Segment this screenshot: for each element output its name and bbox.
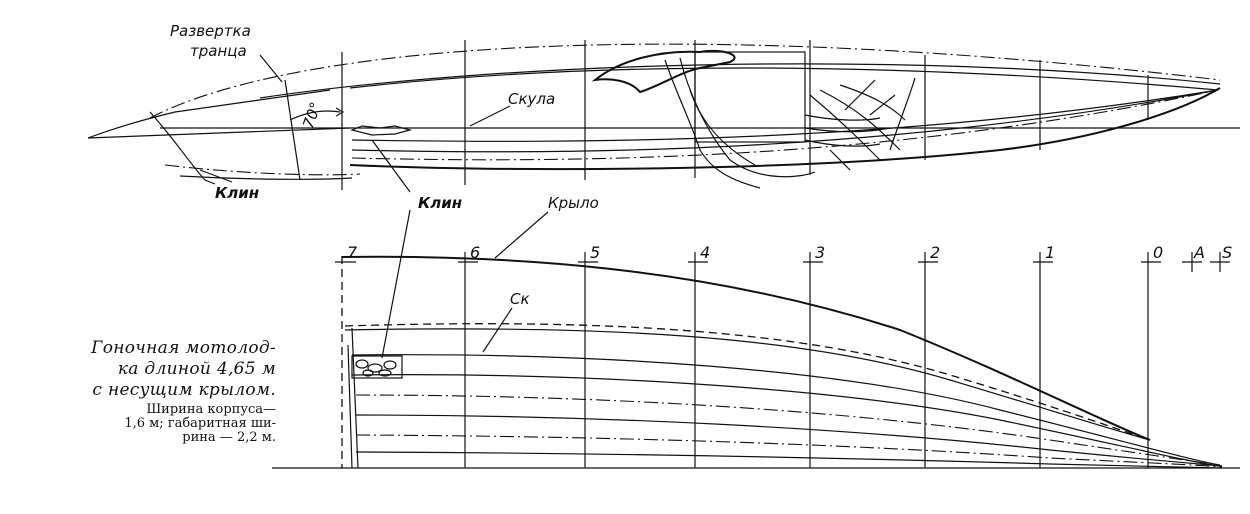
caption-body-line: рина — 2,2 м.	[182, 430, 276, 445]
stern-spike-lower	[87, 127, 351, 139]
caption-title-line: с несущим крылом.	[92, 380, 276, 400]
wedge-center-leader-2	[381, 209, 411, 359]
chine-line	[344, 328, 1151, 441]
caption-body-line: Ширина корпуса—	[146, 402, 276, 417]
profile-station-lines	[341, 40, 1149, 190]
plan-station-lines	[464, 252, 1149, 468]
label-transom-unfold-1: Развертка	[170, 22, 251, 40]
chine-short-leader	[482, 307, 513, 353]
caption-body-line: 1,6 м; габаритная ши-	[124, 416, 276, 431]
angle-arrow	[335, 107, 345, 117]
label-angle: 70°	[299, 100, 325, 131]
station-label-4: 4	[700, 243, 710, 262]
caption-title-line: ка длиной 4,65 м	[117, 359, 276, 379]
transom-line	[284, 79, 301, 181]
wedge-leader-left	[199, 169, 233, 183]
angle-arc	[289, 110, 341, 121]
waterline-1	[351, 354, 1221, 466]
station-label-5: 5	[590, 243, 600, 262]
waterline-2	[351, 374, 1221, 467]
deck-line-2	[349, 67, 1219, 91]
waterline-3	[355, 394, 1223, 467]
wedge-block-fill	[355, 359, 397, 377]
station-label-s: S	[1222, 243, 1232, 262]
station-label-0: 0	[1153, 243, 1163, 262]
wing-strut-1	[664, 59, 761, 189]
waterline-6	[355, 451, 1223, 469]
station-label-3: 3	[815, 243, 825, 262]
chine-leader	[469, 105, 511, 127]
caption-body: Ширина корпуса— 1,6 м; габаритная ши- ри…	[6, 403, 276, 445]
wing-leader	[494, 211, 549, 259]
label-wedge-center: Клин	[418, 194, 462, 212]
label-chine: Скула	[508, 90, 555, 108]
transom-unfold-leader	[259, 54, 283, 83]
sheer-line	[149, 43, 1221, 119]
wing-strut-2	[679, 57, 816, 178]
station-label-a: A	[1193, 243, 1205, 262]
profile-view	[87, 40, 1240, 193]
transom-solid	[351, 327, 359, 469]
cockpit-fairing	[591, 49, 736, 94]
station-label-2: 2	[930, 243, 940, 262]
bottom-line-1	[351, 89, 1219, 142]
station-label-6: 6	[470, 243, 480, 262]
caption-title-line: Гоночная мотолод-	[91, 338, 276, 358]
station-ticks	[335, 252, 1230, 272]
bottom-line-3	[351, 89, 1219, 161]
wedge-block	[351, 355, 403, 379]
chine-dashed	[344, 323, 1151, 441]
plan-view: 7 6 5 4 3 2 1 0 A S	[272, 209, 1240, 469]
caption-title: Гоночная мотолод- ка длиной 4,65 м с нес…	[6, 338, 276, 401]
wedge-shape	[149, 111, 216, 185]
figure-caption: Гоночная мотолод- ка длиной 4,65 м с нес…	[6, 338, 276, 445]
station-label-7: 7	[347, 243, 358, 262]
bottom-line-4	[179, 175, 353, 180]
transom-solid-2	[347, 344, 353, 469]
label-transom-unfold-2: транца	[190, 42, 247, 60]
wedge-leader-center	[371, 139, 411, 193]
wedge-small	[350, 125, 413, 136]
waterline-5	[355, 434, 1223, 468]
wing-strut-3	[689, 89, 756, 166]
label-wedge-left: Клин	[215, 184, 259, 202]
stern-spike	[87, 89, 331, 139]
waterline-4	[355, 414, 1223, 467]
frame-mesh	[804, 77, 916, 171]
bottom-line-2	[351, 89, 1219, 153]
deck-line	[259, 63, 1221, 99]
label-chine-short: Ск	[510, 290, 530, 308]
station-label-1: 1	[1045, 243, 1055, 262]
wing-outline	[341, 255, 1151, 441]
keel-line	[349, 87, 1221, 171]
label-wing: Крыло	[548, 194, 599, 212]
